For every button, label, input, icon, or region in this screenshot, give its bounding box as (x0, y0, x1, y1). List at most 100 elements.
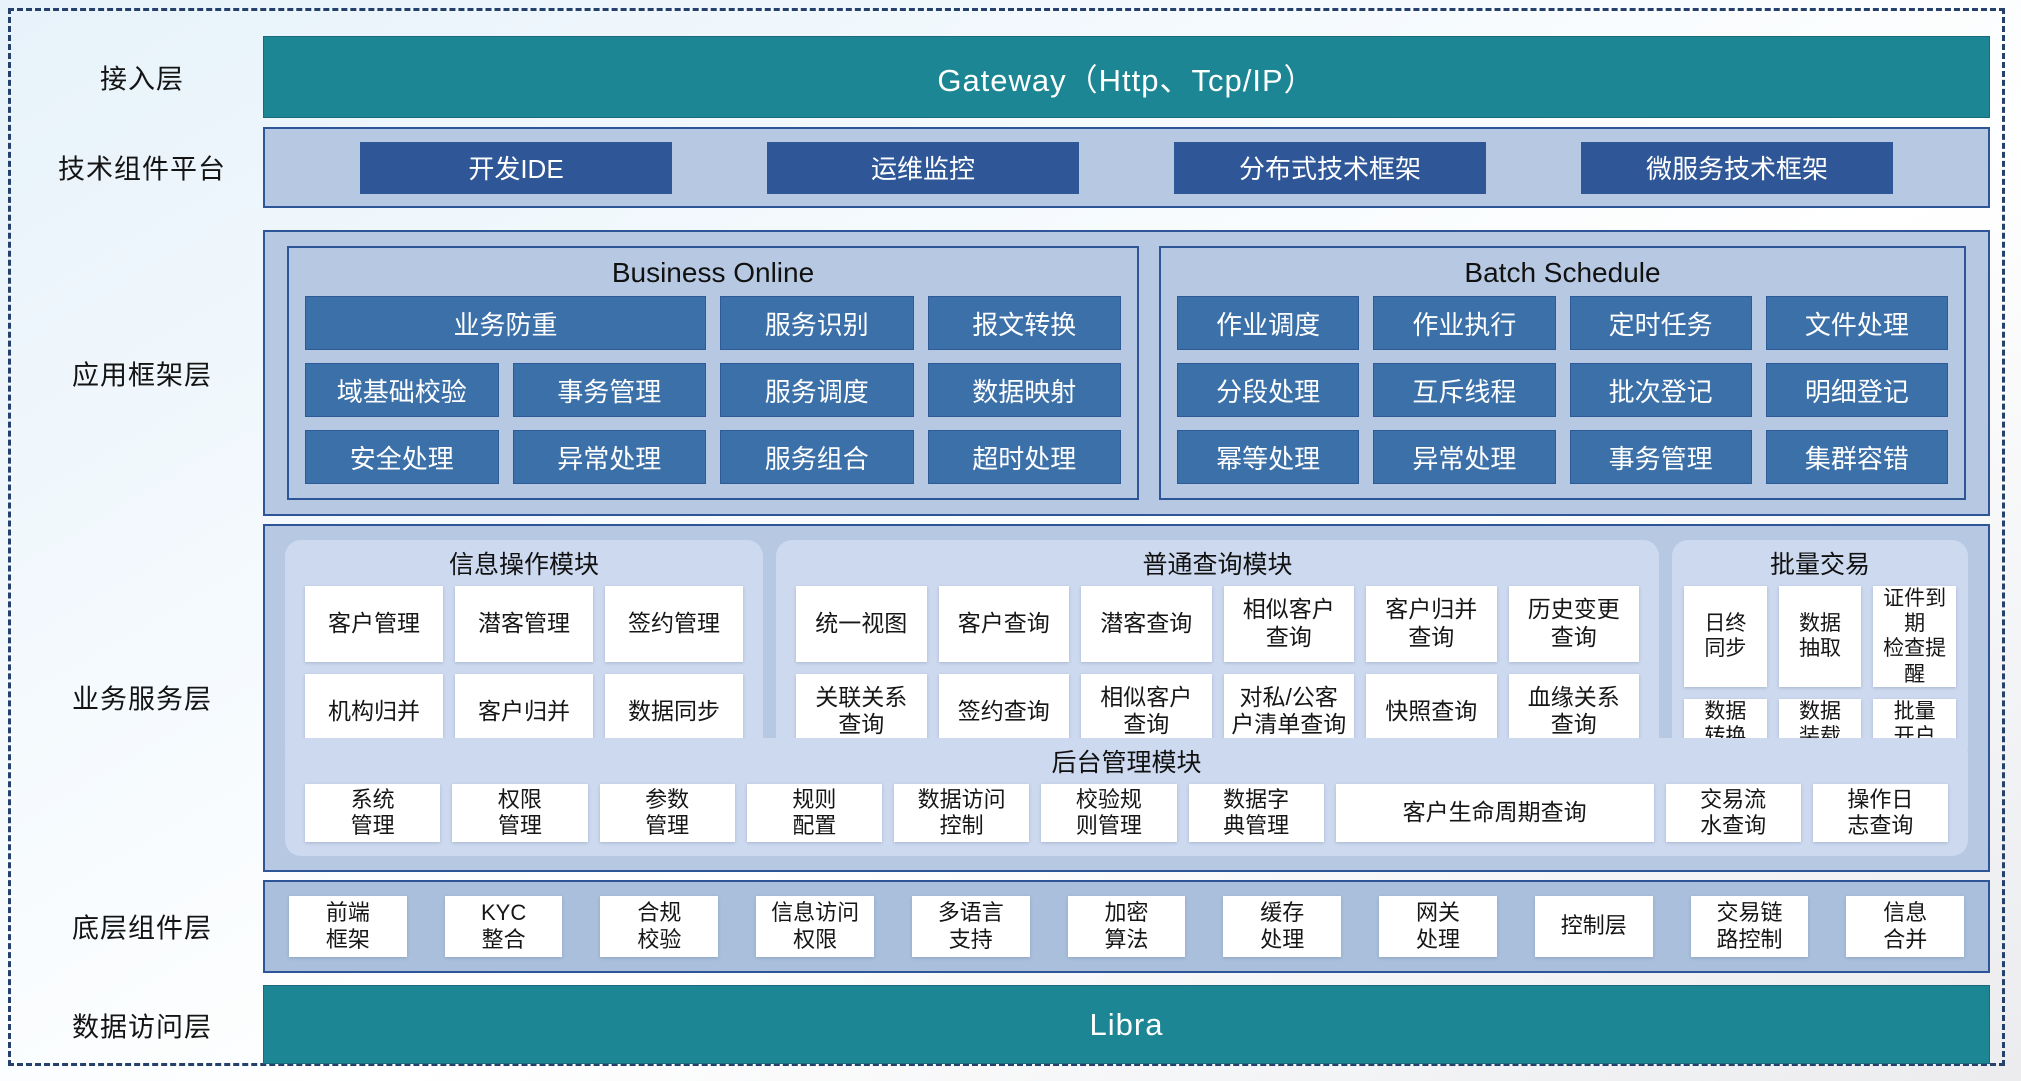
layer-label-base-components: 底层组件层 (72, 913, 212, 944)
tech-component-box: 分布式技术框架 (1174, 141, 1486, 194)
framework-capability-box: 服务调度 (720, 363, 914, 417)
admin-module-title: 后台管理模块 (1051, 749, 1202, 777)
admin-function-box: 操作日 志查询 (1812, 784, 1949, 842)
service-function-box: 历史变更 查询 (1508, 586, 1639, 662)
base-component-box: 缓存 处理 (1223, 896, 1342, 957)
libra-bar: Libra (263, 985, 1990, 1064)
service-function-box: 相似客户 查询 (1081, 673, 1212, 750)
service-function-box: 客户归并 (455, 673, 593, 750)
service-module-row: 信息操作模块 客户管理潜客管理签约管理机构归并客户归并数据同步 普通查询模块 统… (285, 540, 1968, 764)
base-component-box: 多语言 支持 (911, 896, 1030, 957)
layer-label-business-service: 业务服务层 (72, 684, 212, 715)
batch-schedule-title: Batch Schedule (1464, 257, 1661, 288)
batch-schedule-group: Batch Schedule 作业调度作业执行定时任务文件处理分段处理互斥线程批… (1159, 246, 1966, 500)
framework-capability-box: 异常处理 (1373, 430, 1556, 484)
service-function-box: 签约查询 (938, 673, 1069, 750)
business-service-container: 信息操作模块 客户管理潜客管理签约管理机构归并客户归并数据同步 普通查询模块 统… (263, 524, 1990, 872)
tech-platform-items: 开发IDE 运维监控 分布式技术框架 微服务技术框架 (265, 141, 1988, 194)
framework-capability-box: 分段处理 (1177, 363, 1360, 417)
base-component-box: 信息 合并 (1846, 896, 1965, 957)
service-function-box: 统一视图 (796, 586, 927, 662)
base-component-box: 网关 处理 (1379, 896, 1497, 957)
service-function-box: 相似客户 查询 (1223, 586, 1354, 662)
service-function-box: 数据 抽取 (1778, 586, 1862, 687)
service-function-box: 血缘关系 查询 (1508, 673, 1639, 750)
admin-function-box: 权限 管理 (452, 784, 588, 842)
base-component-box: 控制层 (1534, 896, 1653, 957)
base-component-box: 加密 算法 (1067, 896, 1186, 957)
service-function-box: 潜客查询 (1081, 586, 1212, 662)
batch-trade-panel: 批量交易 日终 同步数据 抽取证件到期 检查提醒数据 转换数据 装载批量 开户 (1672, 540, 1968, 764)
service-function-box: 客户归并 查询 (1366, 586, 1497, 662)
framework-capability-box: 超时处理 (927, 430, 1121, 484)
layer-label-tech-platform: 技术组件平台 (58, 154, 226, 185)
service-function-box: 日终 同步 (1684, 586, 1767, 687)
framework-capability-box: 异常处理 (512, 430, 706, 484)
tech-component-box: 微服务技术框架 (1581, 141, 1893, 194)
base-component-box: 前端 框架 (289, 896, 407, 957)
layer-label-data-access: 数据访问层 (72, 1012, 212, 1043)
app-framework-container: Business Online 业务防重服务识别报文转换域基础校验事务管理服务调… (263, 230, 1990, 516)
framework-capability-box: 事务管理 (512, 363, 706, 417)
framework-capability-box: 幂等处理 (1177, 430, 1360, 484)
base-component-box: 信息访问 权限 (756, 896, 874, 957)
service-function-box: 数据同步 (605, 673, 743, 750)
admin-function-box: 客户生命周期查询 (1335, 784, 1654, 842)
framework-capability-box: 明细登记 (1765, 363, 1948, 417)
admin-function-box: 数据字 典管理 (1188, 784, 1324, 842)
normal-query-grid: 统一视图客户查询潜客查询相似客户 查询客户归并 查询历史变更 查询关联关系 查询… (796, 586, 1639, 750)
service-function-box: 机构归并 (305, 673, 443, 750)
business-online-group: Business Online 业务防重服务识别报文转换域基础校验事务管理服务调… (287, 246, 1139, 500)
batch-trade-grid: 日终 同步数据 抽取证件到期 检查提醒数据 转换数据 装载批量 开户 (1684, 586, 1956, 750)
service-function-box: 签约管理 (605, 586, 743, 662)
tech-component-box: 开发IDE (360, 141, 672, 194)
service-function-box: 关联关系 查询 (796, 673, 927, 750)
framework-capability-box: 安全处理 (305, 430, 499, 484)
business-online-grid: 业务防重服务识别报文转换域基础校验事务管理服务调度数据映射安全处理异常处理服务组… (305, 296, 1121, 484)
admin-function-box: 规则 配置 (746, 784, 882, 842)
info-operation-module-panel: 信息操作模块 客户管理潜客管理签约管理机构归并客户归并数据同步 (285, 540, 763, 764)
admin-function-box: 数据访问 控制 (894, 784, 1030, 842)
layer-label-access: 接入层 (100, 64, 184, 95)
service-function-box: 快照查询 (1366, 673, 1497, 750)
layer-label-app-framework: 应用框架层 (72, 360, 212, 391)
framework-capability-box: 服务组合 (720, 430, 914, 484)
base-component-box: 合规 校验 (600, 896, 719, 957)
framework-capability-box: 集群容错 (1765, 430, 1948, 484)
batch-trade-title: 批量交易 (1769, 551, 1870, 579)
framework-capability-box: 事务管理 (1569, 430, 1752, 484)
framework-capability-box: 业务防重 (305, 296, 706, 350)
service-function-box: 证件到期 检查提醒 (1873, 586, 1956, 687)
framework-capability-box: 作业调度 (1177, 296, 1360, 350)
gateway-bar: Gateway（Http、Tcp/IP） (263, 36, 1990, 118)
tech-component-box: 运维监控 (767, 141, 1079, 194)
base-components-row: 前端 框架 KYC 整合合规 校验信息访问 权限多语言 支持加密 算法缓存 处理网… (289, 896, 1965, 957)
base-component-box: 交易链 路控制 (1690, 896, 1809, 957)
info-operation-module-title: 信息操作模块 (448, 551, 599, 579)
tech-platform-container: 开发IDE 运维监控 分布式技术框架 微服务技术框架 (263, 127, 1990, 208)
framework-capability-box: 服务识别 (720, 296, 914, 350)
base-components-container: 前端 框架 KYC 整合合规 校验信息访问 权限多语言 支持加密 算法缓存 处理网… (263, 880, 1990, 973)
framework-capability-box: 互斥线程 (1373, 363, 1556, 417)
admin-function-box: 系统 管理 (305, 784, 441, 842)
framework-capability-box: 批次登记 (1569, 363, 1752, 417)
normal-query-module-title: 普通查询模块 (1142, 551, 1293, 579)
service-function-box: 客户管理 (305, 586, 443, 662)
admin-module-row: 系统 管理权限 管理参数 管理规则 配置数据访问 控制校验规 则管理数据字 典管… (305, 784, 1949, 842)
framework-capability-box: 域基础校验 (305, 363, 499, 417)
admin-function-box: 校验规 则管理 (1041, 784, 1177, 842)
framework-capability-box: 作业执行 (1373, 296, 1556, 350)
framework-capability-box: 数据映射 (927, 363, 1121, 417)
service-function-box: 客户查询 (938, 586, 1069, 662)
framework-capability-box: 定时任务 (1569, 296, 1752, 350)
normal-query-module-panel: 普通查询模块 统一视图客户查询潜客查询相似客户 查询客户归并 查询历史变更 查询… (776, 540, 1659, 764)
base-component-box: KYC 整合 (444, 896, 563, 957)
admin-function-box: 交易流 水查询 (1665, 784, 1801, 842)
admin-module-panel: 后台管理模块 系统 管理权限 管理参数 管理规则 配置数据访问 控制校验规 则管… (285, 738, 1968, 856)
service-function-box: 对私/公客 户清单查询 (1223, 673, 1354, 750)
info-operation-grid: 客户管理潜客管理签约管理机构归并客户归并数据同步 (305, 586, 743, 750)
admin-function-box: 参数 管理 (599, 784, 735, 842)
framework-capability-box: 报文转换 (927, 296, 1121, 350)
framework-capability-box: 文件处理 (1765, 296, 1948, 350)
